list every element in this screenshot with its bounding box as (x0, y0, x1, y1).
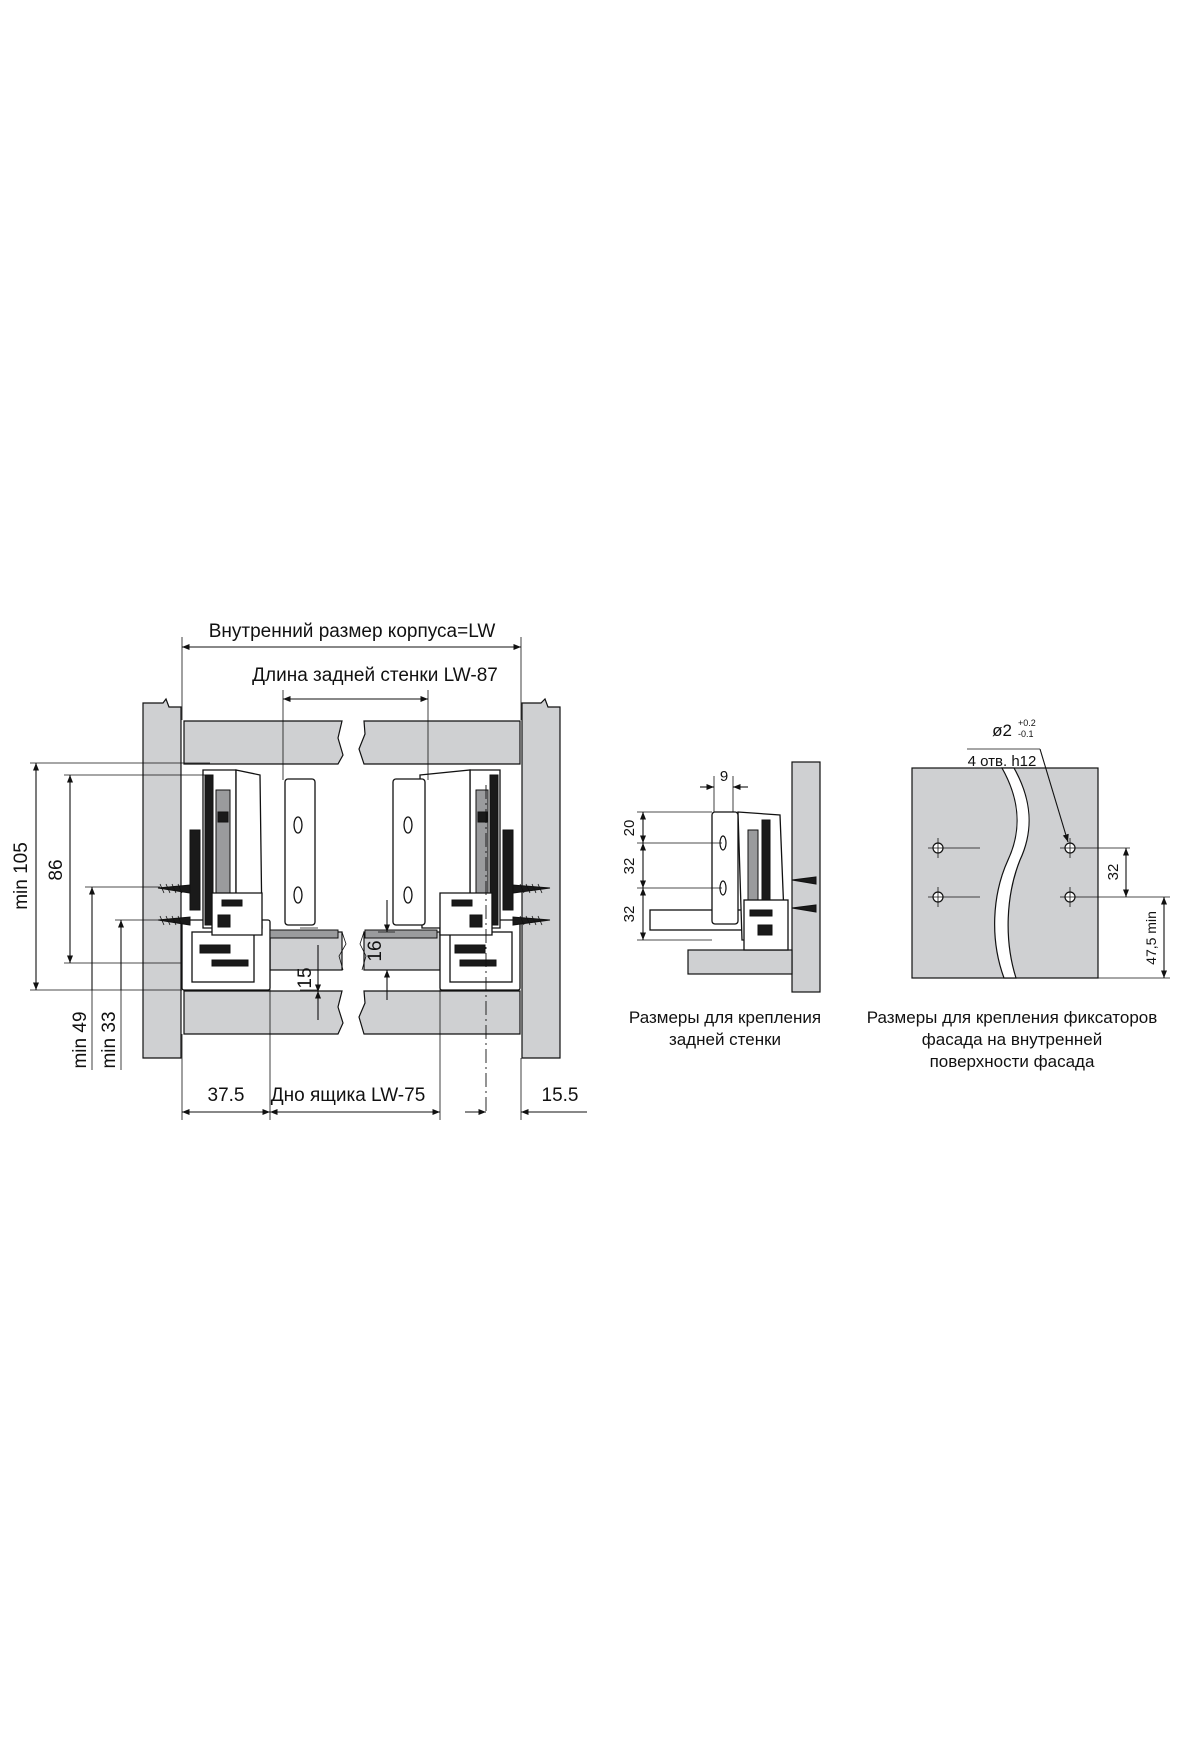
drawer-bottom-panel (687, 949, 793, 975)
break-mark-right (359, 931, 367, 971)
left-runner-assembly (181, 769, 339, 991)
right-runner-assembly (364, 769, 521, 991)
front-caption-line2: фасада на внутренней (922, 1030, 1102, 1049)
break-mark-left (338, 931, 347, 971)
left-screws (157, 883, 191, 926)
front-caption-line3: поверхности фасада (930, 1052, 1095, 1071)
dim-15-5-label: 15.5 (542, 1085, 579, 1106)
min33-label: min 33 (99, 1011, 120, 1068)
drawer-bottom-label: Дно ящика LW-75 (271, 1085, 426, 1106)
dim-15-label: 15 (295, 967, 316, 988)
leader-line (1039, 748, 1069, 843)
dim-32a-label: 32 (621, 858, 638, 875)
min105-label: min 105 (11, 842, 32, 910)
front-dim-47-5-label: 47,5 min (1143, 911, 1159, 965)
holes-count-label: 4 отв. h12 (968, 753, 1037, 770)
back-wall-length-label: Длина задней стенки LW-87 (252, 665, 498, 686)
dim-37-5-label: 37.5 (208, 1085, 245, 1106)
back-bracket-plate (711, 811, 739, 925)
dim-86-label: 86 (46, 859, 67, 880)
min49-label: min 49 (70, 1011, 91, 1068)
back-wall-panel-right (358, 720, 521, 765)
tolerance-lower: -0.1 (1018, 729, 1034, 739)
drawer-bottom-panel-left (183, 990, 344, 1035)
break-gap (994, 767, 1030, 979)
dim-32b-label: 32 (621, 906, 638, 923)
back-wall-caption-line1: Размеры для крепления (629, 1008, 821, 1027)
main-cross-section-view: Внутренний размер корпуса=LW Длина задне… (11, 621, 587, 1120)
left-cabinet-side-panel (142, 697, 182, 1059)
back-wall-caption-line2: задней стенки (669, 1030, 781, 1049)
dim-16-label: 16 (365, 940, 386, 961)
back-wall-attachment-view: 9 20 32 32 Размеры для крепления задней … (621, 761, 821, 1049)
front-dim-32-label: 32 (1105, 864, 1122, 881)
front-fixing-view: ø2 +0.2 -0.1 4 отв. h12 32 47,5 min Разм… (867, 718, 1170, 1071)
tolerance-upper: +0.2 (1018, 718, 1036, 728)
right-screws (512, 883, 551, 926)
inner-width-label: Внутренний размер корпуса=LW (209, 621, 496, 642)
drawer-bottom-panel-right (358, 990, 521, 1035)
right-cabinet-side-panel (521, 697, 561, 1059)
dim-9-label: 9 (720, 768, 728, 785)
dim-20-label: 20 (621, 820, 638, 837)
front-caption-line1: Размеры для крепления фиксаторов (867, 1008, 1158, 1027)
back-wall-panel-left (183, 720, 344, 765)
hole-diameter-label: ø2 (992, 721, 1012, 740)
